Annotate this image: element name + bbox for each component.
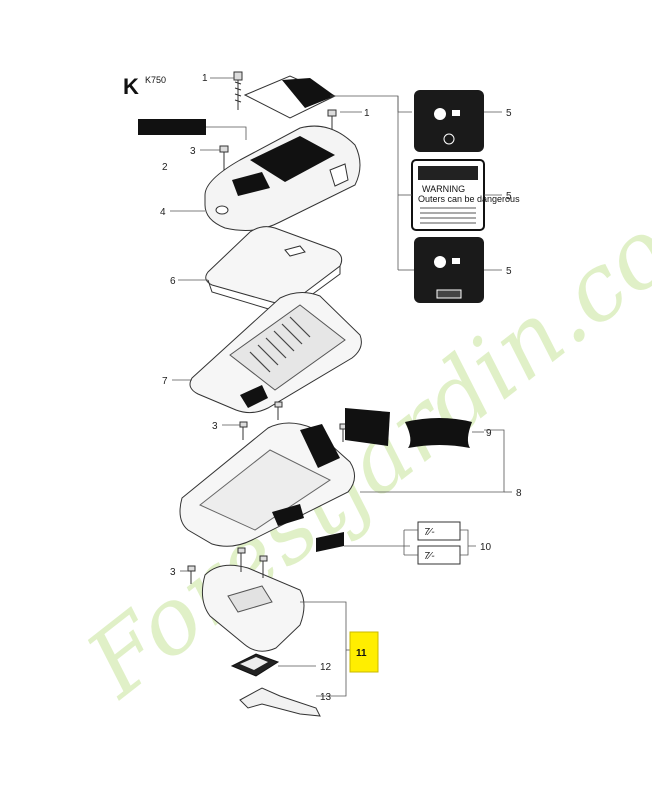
warning-line1: WARNING — [422, 184, 465, 194]
callout-3c: 3 — [170, 567, 176, 578]
decal-part-5a — [414, 90, 484, 152]
callout-11: 11 — [356, 648, 367, 659]
callout-9: 9 — [486, 428, 492, 439]
callout-12: 12 — [320, 662, 332, 673]
callout-10: 10 — [480, 542, 492, 553]
callout-4: 4 — [160, 207, 166, 218]
top-plate-part-1 — [243, 75, 337, 119]
decal-strip-part-8 — [345, 408, 390, 446]
callout-5b: 5 — [506, 191, 512, 202]
decal-part-10a: 7⁄- — [417, 521, 461, 541]
highlight-part-11 — [349, 631, 379, 673]
lever-part-13 — [239, 687, 321, 717]
svg-text:7⁄-: 7⁄- — [424, 551, 435, 562]
callout-3a: 3 — [190, 146, 196, 157]
leader-lines — [170, 77, 512, 697]
callout-13: 13 — [320, 692, 332, 703]
pad-part-9 — [405, 418, 472, 448]
callout-2: 2 — [162, 162, 168, 173]
screw-part-3a — [219, 145, 229, 170]
callout-8: 8 — [516, 488, 522, 499]
lower-housing-part-11 — [201, 547, 305, 652]
cap-part-12 — [230, 653, 280, 677]
callout-1b: 1 — [364, 108, 370, 119]
callout-7: 7 — [162, 376, 168, 387]
base-part-7 — [189, 292, 362, 414]
callout-1a: 1 — [202, 73, 208, 84]
callout-6: 6 — [170, 276, 176, 287]
screw-part-1a — [233, 71, 243, 110]
section-letter: K — [123, 74, 139, 99]
housing-part-8 — [179, 422, 355, 552]
callout-5a: 5 — [506, 108, 512, 119]
svg-text:7⁄-: 7⁄- — [424, 527, 435, 538]
label-part-2 — [138, 119, 206, 135]
cover-part-4 — [204, 125, 361, 231]
callout-3b: 3 — [212, 421, 218, 432]
callout-5c: 5 — [506, 266, 512, 277]
warning-line2: Outers can be dangerous — [418, 194, 520, 204]
decal-part-5c — [414, 237, 484, 303]
screw-part-3c — [187, 565, 196, 584]
model-label: K750 — [145, 75, 166, 85]
decal-part-10b: 7⁄- — [417, 545, 461, 565]
decal-part-5b: WARNING Outers can be dangerous — [411, 159, 520, 231]
